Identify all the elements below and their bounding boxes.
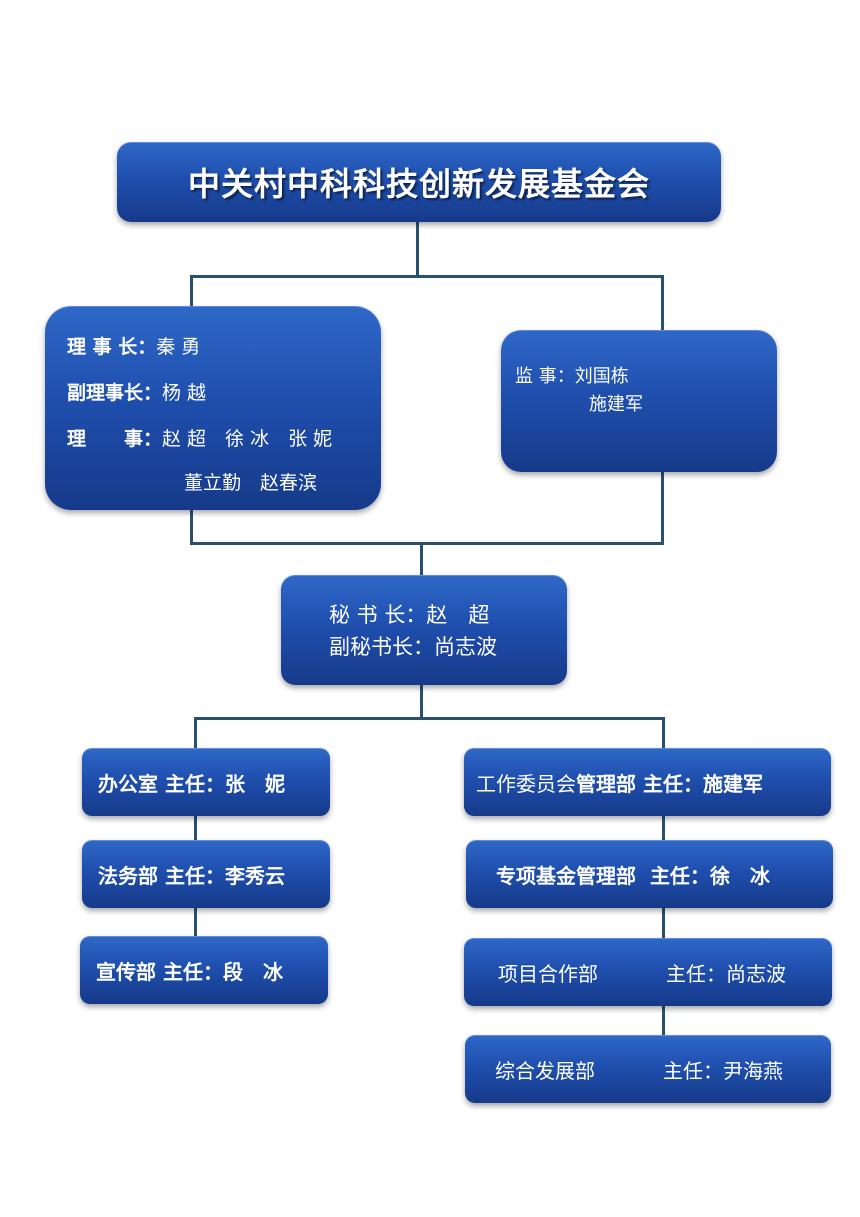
connector-to-board — [190, 275, 193, 307]
dept-publicity-role: 主任： — [162, 959, 223, 984]
dept-development-name: 综合发展部 — [495, 1058, 595, 1083]
members-line-2: 董立勤 赵春滨 — [184, 472, 318, 494]
supervisor-name-1: 刘国栋 — [574, 366, 629, 387]
board-members-row-2: 董立勤 赵春滨 — [184, 468, 317, 495]
dept-legal-name: 法务部 — [98, 863, 158, 888]
dept-office-box: 办公室 主任：张 妮 — [82, 748, 330, 816]
connector-supervisor-down — [661, 472, 664, 545]
supervisor-name-2: 施建军 — [589, 394, 643, 415]
secretary-general-label: 秘 书 长： — [329, 603, 427, 627]
supervisor-row-2: 施建军 — [589, 390, 643, 416]
connector-board-down — [190, 510, 193, 545]
dept-development-role: 主任： — [663, 1058, 723, 1083]
dept-fund-box: 专项基金管理部 主任：徐 冰 — [466, 840, 833, 908]
dept-publicity-box: 宣传部 主任：段 冰 — [80, 936, 328, 1004]
chair-label: 理 事 长： — [67, 336, 157, 358]
secretariat-box: 秘 书 长：赵 超 副秘书长：尚志波 — [281, 575, 567, 685]
connector-left-column — [194, 717, 197, 939]
dept-committee-name-part1: 工作委员会 — [476, 771, 576, 796]
dept-publicity-head: 段 冰 — [222, 959, 283, 984]
supervisor-label: 监 事： — [515, 366, 575, 387]
foundation-title: 中关村中科科技创新发展基金会 — [187, 165, 650, 203]
secretary-general-row: 秘 书 长：赵 超 — [329, 599, 489, 629]
dept-legal-role: 主任： — [164, 863, 225, 888]
dept-project-head: 尚志波 — [726, 961, 786, 986]
dept-development-head: 尹海燕 — [723, 1058, 783, 1083]
dept-legal-box: 法务部 主任：李秀云 — [82, 840, 330, 908]
foundation-title-box: 中关村中科科技创新发展基金会 — [117, 142, 721, 222]
deputy-secretary-name: 尚志波 — [434, 635, 497, 659]
members-label: 理 事： — [67, 428, 163, 450]
supervisor-box: 监 事：刘国栋 施建军 — [501, 330, 777, 472]
connector-secretariat-down — [420, 685, 423, 719]
dept-office-role: 主任： — [164, 771, 225, 796]
dept-office-head: 张 妮 — [224, 771, 285, 796]
supervisor-row: 监 事：刘国栋 — [515, 362, 629, 388]
deputy-secretary-row: 副秘书长：尚志波 — [329, 631, 497, 661]
board-vice-row: 副理事长：杨 越 — [67, 378, 206, 405]
dept-legal-head: 李秀云 — [224, 863, 285, 888]
members-line-1: 赵 超 徐 冰 张 妮 — [162, 428, 333, 450]
board-members-row: 理 事：赵 超 徐 冰 张 妮 — [67, 424, 332, 451]
chair-name: 秦 勇 — [156, 336, 201, 358]
dept-committee-role: 主任： — [642, 771, 703, 796]
dept-committee-name-part2: 管理部 — [576, 771, 636, 796]
dept-committee-box: 工作委员会管理部 主任：施建军 — [464, 748, 831, 816]
dept-project-role: 主任： — [666, 961, 726, 986]
connector-title-down — [416, 222, 419, 277]
connector-to-secretariat — [420, 542, 423, 576]
board-box: 理 事 长：秦 勇 副理事长：杨 越 理 事：赵 超 徐 冰 张 妮 董立勤 赵… — [45, 306, 381, 510]
dept-project-box: 项目合作部 主任：尚志波 — [464, 938, 832, 1006]
dept-office-name: 办公室 — [98, 771, 158, 796]
connector-bottom-horizontal — [194, 717, 665, 720]
dept-fund-role: 主任： — [649, 863, 710, 888]
dept-development-box: 综合发展部 主任：尹海燕 — [465, 1035, 831, 1103]
dept-publicity-name: 宣传部 — [96, 959, 156, 984]
vice-chair-name: 杨 越 — [162, 382, 207, 404]
connector-to-supervisor — [661, 275, 664, 331]
dept-committee-head: 施建军 — [702, 771, 763, 796]
dept-project-name: 项目合作部 — [498, 961, 598, 986]
secretary-general-name: 赵 超 — [426, 603, 490, 627]
vice-chair-label: 副理事长： — [67, 382, 163, 404]
dept-fund-head: 徐 冰 — [709, 863, 770, 888]
connector-top-horizontal — [190, 275, 664, 278]
deputy-secretary-label: 副秘书长： — [329, 635, 434, 659]
connector-mid-horizontal — [190, 542, 664, 545]
board-chair-row: 理 事 长：秦 勇 — [67, 332, 200, 359]
dept-fund-name: 专项基金管理部 — [496, 863, 636, 888]
